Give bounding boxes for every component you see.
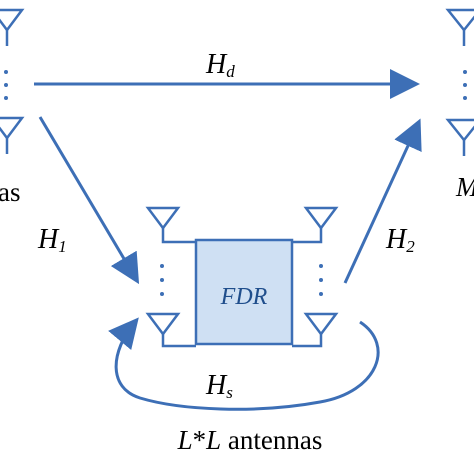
destination-antennas-caption: M: [455, 172, 474, 202]
source-antenna-bottom: [0, 116, 25, 154]
relay-label: FDR: [220, 284, 268, 310]
destination-antenna-top: [445, 8, 474, 46]
h1-label: H1: [37, 224, 67, 256]
h2-sub: 2: [406, 237, 415, 256]
relay-box: [194, 238, 294, 346]
h1-main: H: [37, 224, 60, 255]
hd-main: H: [205, 49, 228, 80]
self-interference-loop: [108, 317, 380, 411]
relay-destination-arrow: [343, 118, 422, 284]
hd-label: Hd: [205, 49, 235, 81]
destination-antenna-bottom: [445, 118, 474, 156]
source-relay-arrow: [38, 116, 140, 285]
relay-tx-dots: [319, 264, 323, 296]
relay-rx-antenna-top: [145, 206, 196, 244]
h1-sub: 1: [58, 237, 67, 256]
hd-sub: d: [226, 62, 235, 81]
destination-dots: [463, 70, 467, 100]
relay-tx-antenna-bottom: [292, 312, 339, 348]
source-antenna-top: [0, 8, 25, 46]
h2-main: H: [385, 224, 408, 255]
hs-label: Hs: [205, 370, 233, 402]
relay-tx-antenna-top: [292, 206, 339, 244]
hs-main: H: [205, 370, 228, 401]
relay-antennas-caption: L*L antennas: [177, 425, 323, 455]
h2-label: H2: [385, 224, 415, 256]
relay-rx-antenna-bottom: [145, 312, 196, 348]
hs-sub: s: [226, 383, 233, 402]
source-antennas-caption: as: [0, 177, 21, 207]
relay-rx-dots: [160, 264, 164, 296]
source-dots: [4, 70, 8, 100]
